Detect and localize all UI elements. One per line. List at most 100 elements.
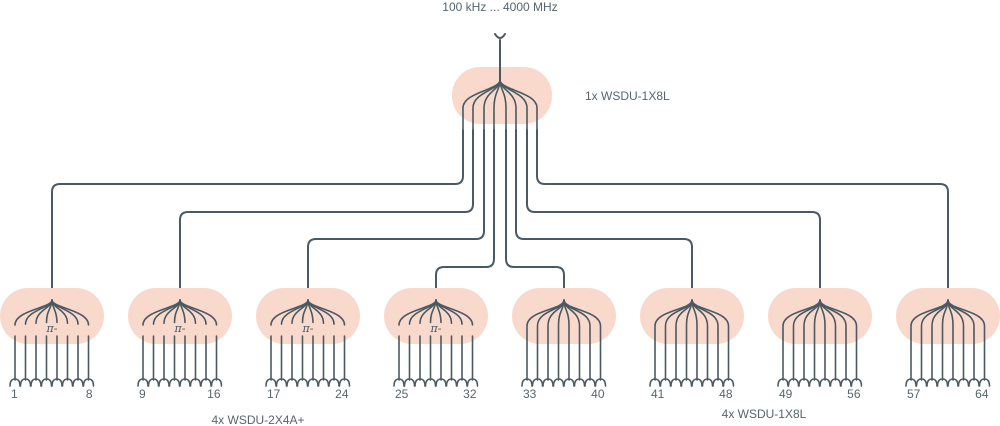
port-label-first: 1 [11, 387, 18, 401]
output-connector-icon [701, 378, 714, 387]
output-connector-icon [552, 378, 565, 387]
output-connector-icon [926, 378, 938, 387]
output-connector-icon [393, 378, 405, 387]
unit-fan-wire [179, 299, 218, 326]
output-connector-icon [338, 378, 351, 387]
output-connector-icon [722, 378, 735, 387]
output-connector-icon [563, 378, 575, 387]
output-connector-icon [210, 378, 223, 387]
unit-fan-wire [435, 299, 474, 326]
unit-fan-wire [563, 299, 602, 381]
output-connector-icon [414, 378, 426, 387]
output-connector-icon [328, 378, 340, 387]
output-connector-icon [573, 378, 586, 387]
pi-attenuator-icon: π‐ [302, 322, 314, 335]
unit-fan-wire [51, 299, 90, 326]
pi-attenuator-icon: π‐ [46, 322, 58, 335]
port-label-last: 40 [591, 387, 605, 401]
output-connector-icon [61, 378, 74, 387]
output-connector-icon [777, 378, 789, 387]
output-connector-icon [915, 378, 928, 387]
fans-layer: π‐π‐π‐π‐ [9, 33, 991, 387]
port-label-last: 48 [719, 387, 733, 401]
unit-fan-wire [819, 299, 858, 381]
port-label-last: 64 [975, 387, 989, 401]
trunk-wire-1 [51, 129, 464, 301]
port-label-first: 9 [139, 387, 146, 401]
group-label-plain: 4x WSDU-1X8L [722, 407, 807, 421]
output-connector-icon [147, 378, 160, 387]
pi-attenuator-icon: π‐ [430, 322, 442, 335]
output-connector-icon [936, 378, 949, 387]
port-label-last: 32 [463, 387, 477, 401]
output-connector-icon [787, 378, 800, 387]
output-connector-icon [840, 378, 852, 387]
output-connector-icon [712, 378, 724, 387]
output-connector-icon [850, 378, 863, 387]
output-connector-icon [594, 378, 607, 387]
trunk-wire-2 [179, 129, 474, 301]
splitter-unit-body-3 [256, 288, 360, 344]
port-label-last: 8 [86, 387, 93, 401]
port-label-first: 25 [395, 387, 409, 401]
port-label-first: 57 [907, 387, 921, 401]
wires-layer [51, 129, 949, 301]
output-connector-icon [829, 378, 842, 387]
output-connector-icon [40, 378, 53, 387]
output-connector-icon [691, 378, 703, 387]
output-connector-icon [957, 378, 970, 387]
main-splitter-label: 1x WSDU-1X8L [585, 89, 670, 103]
output-connector-icon [670, 378, 682, 387]
port-label-last: 24 [335, 387, 349, 401]
output-connector-icon [456, 378, 468, 387]
output-connector-icon [466, 378, 479, 387]
splitter-unit-body-2 [128, 288, 232, 344]
output-connector-icon [403, 378, 416, 387]
output-connector-icon [798, 378, 810, 387]
antenna-input-icon [494, 33, 506, 39]
output-connector-icon [659, 378, 672, 387]
output-connector-icon [265, 378, 277, 387]
output-connector-icon [200, 378, 212, 387]
splitters-layer [0, 67, 1000, 344]
frequency-range-label: 100 kHz ... 4000 MHz [442, 0, 557, 14]
trunk-wire-7 [526, 129, 821, 301]
unit-fan-wire [691, 299, 730, 381]
output-connector-icon [445, 378, 458, 387]
port-label-last: 16 [207, 387, 221, 401]
output-connector-icon [521, 378, 533, 387]
output-connector-icon [680, 378, 693, 387]
unit-fan-wire [307, 299, 346, 326]
main-fan-wire [499, 79, 538, 131]
output-connector-icon [424, 378, 437, 387]
output-connector-icon [19, 378, 32, 387]
splitter-unit-body-4 [384, 288, 488, 344]
output-connector-icon [584, 378, 596, 387]
output-connector-icon [286, 378, 298, 387]
output-connector-icon [978, 378, 991, 387]
output-connector-icon [317, 378, 330, 387]
port-label-first: 33 [523, 387, 537, 401]
output-connector-icon [82, 378, 95, 387]
pi-attenuator-icon: π‐ [174, 322, 186, 335]
output-connector-icon [968, 378, 980, 387]
trunk-wire-4 [435, 129, 495, 301]
output-connector-icon [905, 378, 917, 387]
trunk-wire-6 [515, 129, 693, 301]
trunk-wire-5 [505, 129, 565, 301]
trunk-wire-3 [307, 129, 485, 301]
output-connector-icon [531, 378, 544, 387]
output-connector-icon [51, 378, 63, 387]
trunk-wire-8 [536, 129, 949, 301]
output-connector-icon [30, 378, 42, 387]
output-connector-icon [179, 378, 191, 387]
output-connector-icon [947, 378, 959, 387]
output-connector-icon [296, 378, 309, 387]
unit-fan-wire [947, 299, 986, 381]
output-connector-icon [649, 378, 661, 387]
output-connector-icon [307, 378, 319, 387]
output-connector-icon [137, 378, 149, 387]
output-connector-icon [435, 378, 447, 387]
port-label-first: 41 [651, 387, 665, 401]
output-connector-icon [542, 378, 554, 387]
